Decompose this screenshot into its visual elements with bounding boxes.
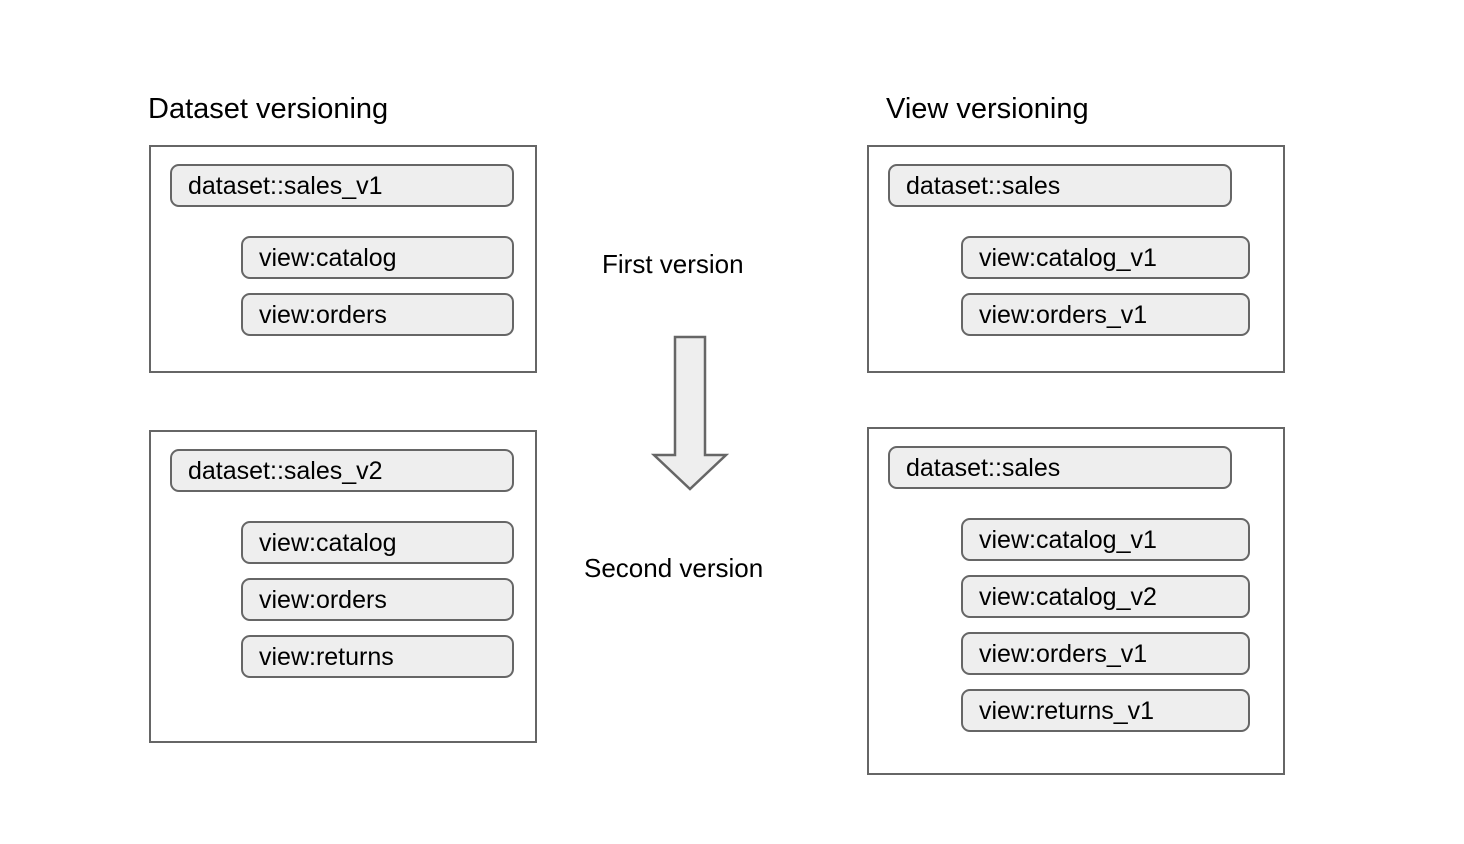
view-pill-catalog-2[interactable]: view:catalog [241, 521, 514, 564]
dataset-pill-sales-v2[interactable]: dataset::sales_v2 [170, 449, 514, 492]
view-pill-catalog-v1[interactable]: view:catalog_v1 [961, 236, 1250, 279]
dataset-pill-sales-v1[interactable]: dataset::sales_v1 [170, 164, 514, 207]
column-title-view-versioning: View versioning [886, 93, 1089, 125]
view-pill-orders[interactable]: view:orders [241, 293, 514, 336]
view-pill-orders-v1-2[interactable]: view:orders_v1 [961, 632, 1250, 675]
down-arrow-icon [650, 334, 730, 492]
view-pill-orders-v1[interactable]: view:orders_v1 [961, 293, 1250, 336]
center-label-second-version: Second version [584, 553, 764, 583]
view-pill-catalog-v1-2[interactable]: view:catalog_v1 [961, 518, 1250, 561]
view-pill-orders-2[interactable]: view:orders [241, 578, 514, 621]
view-pill-returns[interactable]: view:returns [241, 635, 514, 678]
dataset-pill-sales-r1[interactable]: dataset::sales [888, 164, 1232, 207]
center-label-first-version: First version [602, 249, 744, 279]
view-pill-catalog-v2[interactable]: view:catalog_v2 [961, 575, 1250, 618]
column-title-dataset-versioning: Dataset versioning [148, 93, 389, 125]
view-pill-catalog[interactable]: view:catalog [241, 236, 514, 279]
view-pill-returns-v1[interactable]: view:returns_v1 [961, 689, 1250, 732]
dataset-pill-sales-r2[interactable]: dataset::sales [888, 446, 1232, 489]
